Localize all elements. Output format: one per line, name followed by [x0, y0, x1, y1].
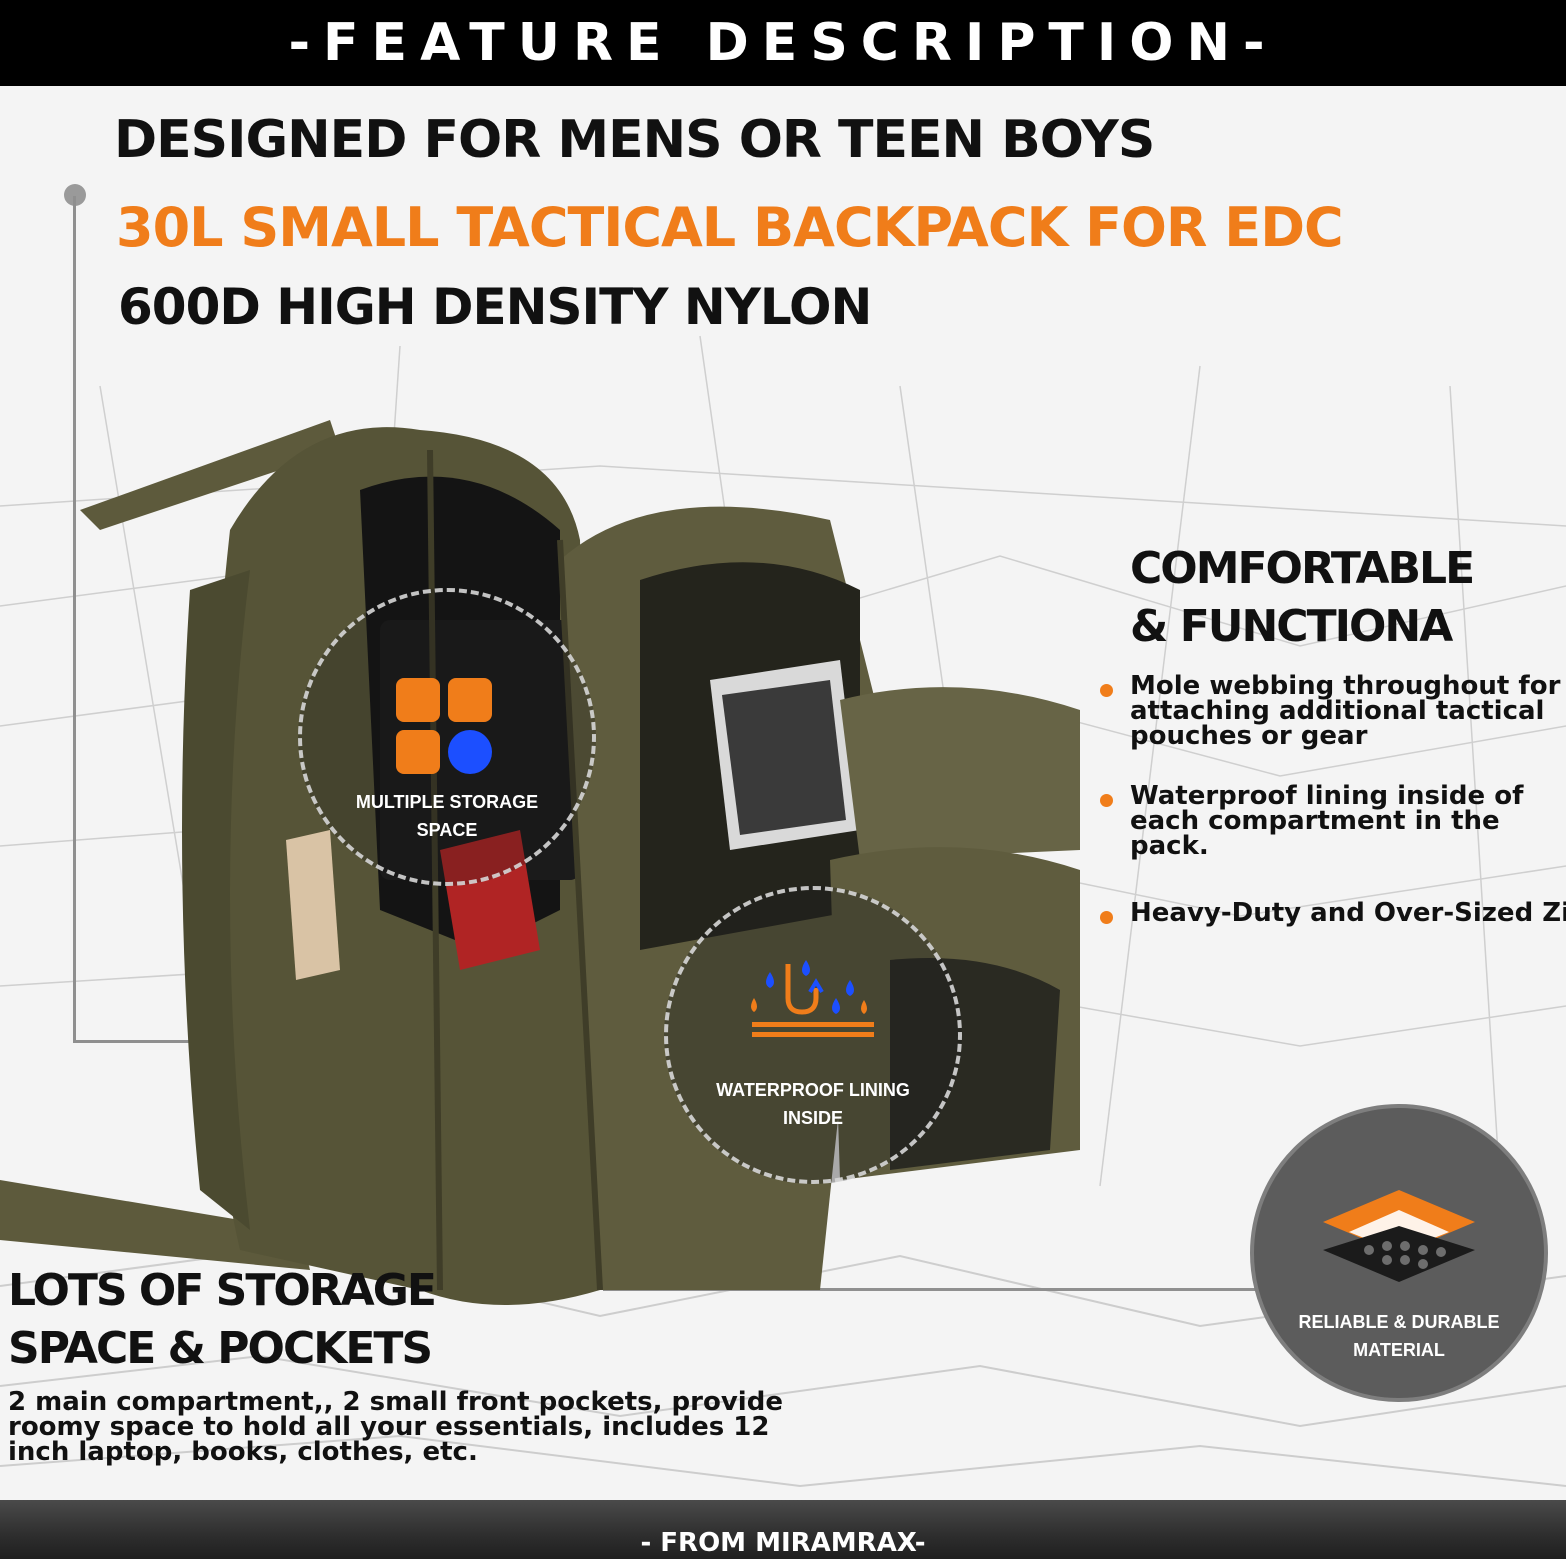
headline-designed-for: DESIGNED FOR MENS OR TEEN BOYS — [114, 110, 1155, 170]
grid-squares-icon — [396, 678, 492, 774]
callout-multiple-storage: MULTIPLE STORAGE SPACE — [298, 588, 596, 886]
footer-text: - FROM MIRAMRAX- — [640, 1528, 926, 1558]
footer-bar — [0, 1500, 1566, 1559]
callout-durable-material: RELIABLE & DURABLE MATERIAL — [1250, 1104, 1548, 1402]
bullet-dot-icon — [1100, 684, 1113, 697]
list-item: Waterproof lining inside of each compart… — [1098, 783, 1566, 859]
leader-line-vertical-left — [73, 196, 76, 1042]
bullet-dot-icon — [1100, 911, 1113, 924]
callout-material-label: RELIABLE & DURABLE MATERIAL — [1298, 1312, 1500, 1360]
water-drops-icon — [751, 960, 874, 1037]
storage-section-title: LOTS OF STORAGE SPACE & POCKETS — [8, 1265, 437, 1374]
headline-nylon: 600D HIGH DENSITY NYLON — [118, 278, 872, 336]
header-title: -FEATURE DESCRIPTION- — [288, 13, 1278, 73]
leader-line-horizontal-bottom — [603, 1288, 1255, 1291]
list-item: Mole webbing throughout for attaching ad… — [1098, 673, 1566, 749]
leader-dot — [64, 184, 86, 206]
callout-storage-label: MULTIPLE STORAGE SPACE — [355, 792, 539, 840]
backpack-illustration — [0, 420, 1080, 1306]
bullet-dot-icon — [1100, 794, 1113, 807]
comfort-section-title: COMFORTABLE & FUNCTIONA — [1130, 543, 1475, 652]
callout-waterproof-label: WATERPROOF LINING INSIDE — [716, 1080, 910, 1128]
headline-backpack: 30L SMALL TACTICAL BACKPACK FOR EDC — [116, 196, 1344, 259]
feature-bullet-list: Mole webbing throughout for attaching ad… — [1098, 673, 1566, 926]
storage-description: 2 main compartment,, 2 small front pocke… — [8, 1387, 783, 1467]
callout-waterproof-lining: WATERPROOF LINING INSIDE — [664, 886, 962, 1184]
header-bar: -FEATURE DESCRIPTION- — [0, 0, 1566, 86]
layered-material-icon — [1323, 1190, 1475, 1282]
list-item: Heavy-Duty and Over-Sized Zipper — [1098, 900, 1566, 926]
